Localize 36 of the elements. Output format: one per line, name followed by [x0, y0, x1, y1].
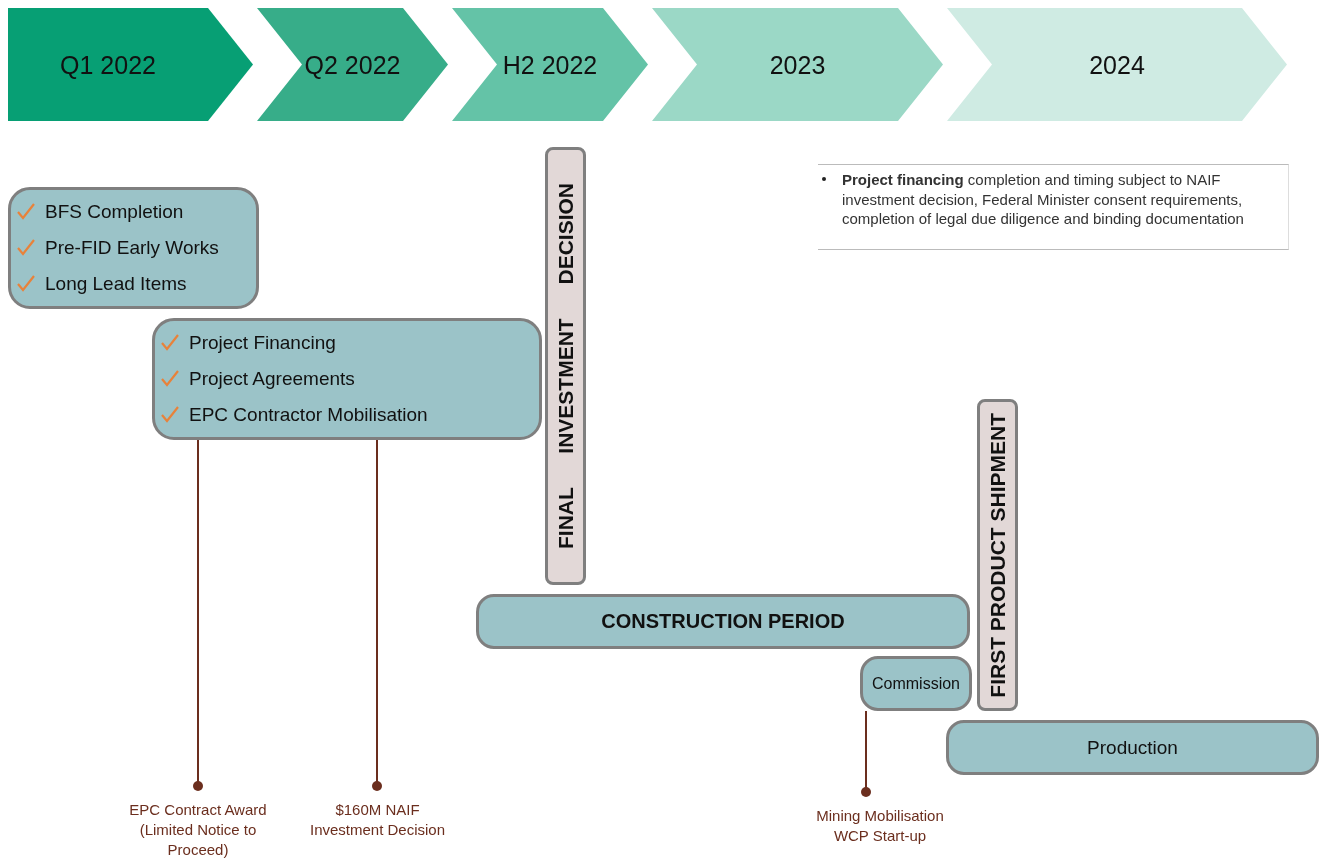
- task-box: [8, 187, 259, 309]
- leader-line: [861, 710, 871, 797]
- leader-line: [193, 439, 203, 791]
- task-item: Project Financing: [189, 332, 336, 354]
- task-item: Pre-FID Early Works: [45, 237, 219, 259]
- note-box: [818, 164, 1289, 250]
- phase-label: Commission: [872, 674, 960, 693]
- period-banner: [947, 8, 1287, 121]
- period-banner: [8, 8, 253, 121]
- task-item: EPC Contractor Mobilisation: [189, 404, 428, 426]
- phase-bar: [860, 656, 972, 711]
- period-label: Q1 2022: [60, 50, 156, 79]
- phase-bar: [946, 720, 1319, 775]
- period-banner: [652, 8, 943, 121]
- period-label: 2024: [1089, 50, 1145, 79]
- phase-bar: [476, 594, 970, 649]
- milestone-text: EPC Contract Award (Limited Notice to Proceed): [118, 800, 278, 864]
- note-text: Project financing completion and timing subject to NAIF investment decision, Federal Minister consent requirements, completion of legal due diligence and binding documentation: [842, 170, 1245, 229]
- task-item: Long Lead Items: [45, 273, 187, 295]
- phase-label: CONSTRUCTION PERIOD: [601, 610, 845, 633]
- period-banner: [257, 8, 448, 121]
- period-label: H2 2022: [502, 50, 598, 79]
- phase-label: Production: [1087, 736, 1178, 759]
- task-box: [152, 318, 542, 440]
- leader-line: [372, 439, 382, 791]
- task-item: BFS Completion: [45, 201, 184, 223]
- period-label: Q2 2022: [304, 50, 401, 79]
- milestone-text: $160M NAIF Investment Decision: [300, 800, 455, 844]
- task-item: Project Agreements: [189, 368, 355, 390]
- milestone-text: Mining Mobilisation WCP Start-up: [800, 806, 960, 850]
- milestone-bar: [545, 147, 586, 585]
- milestone-bar: [977, 399, 1018, 711]
- period-banner: [452, 8, 648, 121]
- period-label: 2023: [769, 50, 826, 79]
- milestone-label: FIRST PRODUCT SHIPMENT: [985, 412, 1010, 698]
- milestone-label: FINAL INVESTMENT DECISION: [553, 183, 578, 549]
